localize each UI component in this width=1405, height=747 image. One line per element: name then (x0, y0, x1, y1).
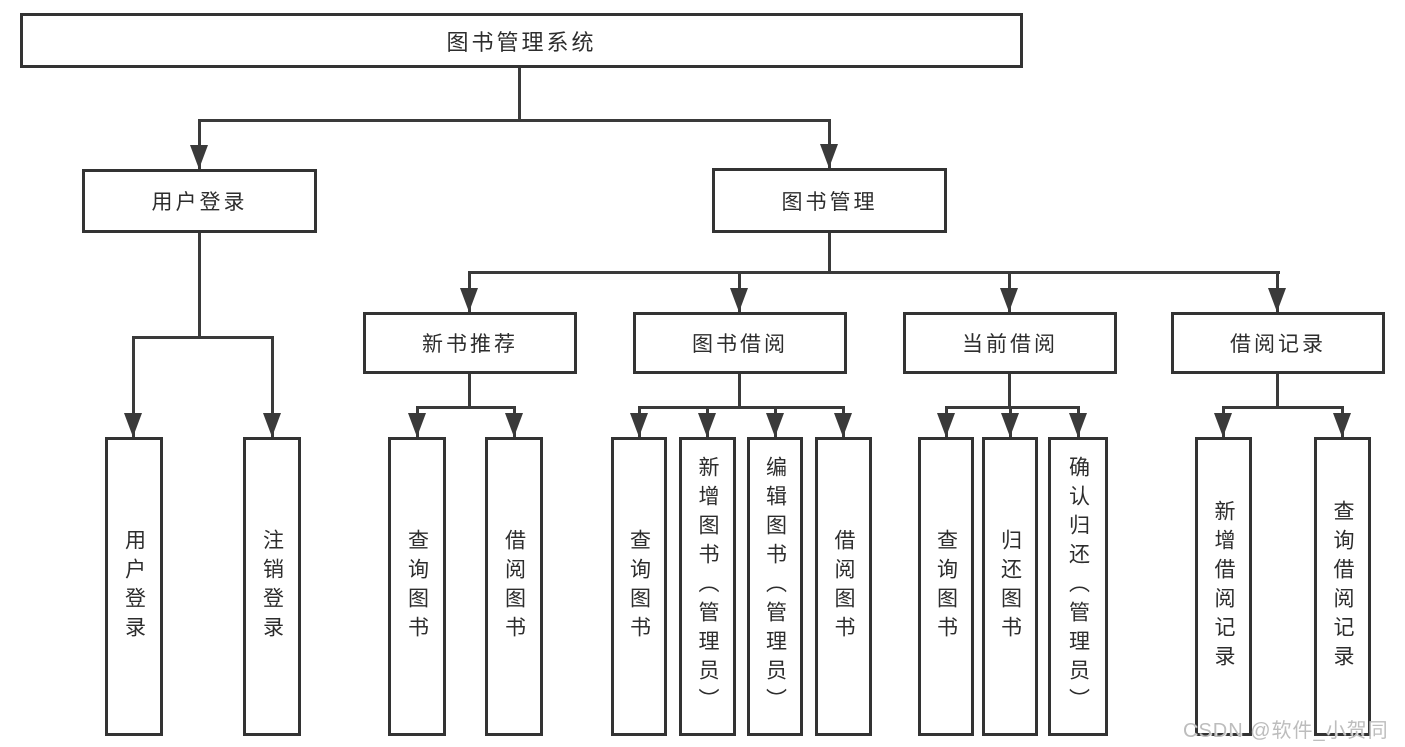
connector-arrowhead (263, 413, 281, 437)
node-leaf-query-books-1: 查询图书 (388, 437, 446, 736)
connector-arrowhead (834, 413, 852, 437)
connector-level2-rail (198, 119, 831, 122)
node-label: 用户登录 (122, 528, 146, 645)
node-label: 图书管理 (781, 190, 878, 214)
node-leaf-query-borrow-record: 查询借阅记录 (1314, 437, 1371, 736)
connector-arrowhead (408, 413, 426, 437)
node-root-library-system: 图书管理系统 (20, 13, 1023, 68)
connector-arrowhead (820, 144, 838, 168)
connector-arrowhead (630, 413, 648, 437)
connector-root-stub (518, 68, 521, 121)
connector-stub (468, 374, 471, 408)
node-book-management: 图书管理 (712, 168, 947, 233)
node-label: 确认归还（管理员） (1066, 456, 1090, 717)
node-leaf-query-books-3: 查询图书 (918, 437, 974, 736)
connector-rail (945, 406, 1080, 409)
connector-stem (271, 336, 274, 437)
node-label: 新增图书（管理员） (696, 456, 719, 717)
connector-rail (638, 406, 845, 409)
node-label: 借阅记录 (1230, 333, 1326, 356)
connector-stub (1276, 374, 1279, 408)
connector-arrowhead (505, 413, 523, 437)
node-leaf-borrow-books-2: 借阅图书 (815, 437, 872, 736)
node-label: 归还图书 (998, 528, 1022, 645)
node-label: 当前借阅 (962, 333, 1058, 356)
node-label: 借阅图书 (502, 528, 526, 645)
node-borrowing-records: 借阅记录 (1171, 312, 1385, 374)
node-label: 注销登录 (260, 528, 284, 645)
connector-arrowhead (766, 413, 784, 437)
connector-stem-user-login (198, 119, 201, 169)
connector-rail (1222, 406, 1344, 409)
connector-arrowhead (1214, 413, 1232, 437)
node-leaf-query-books-2: 查询图书 (611, 437, 667, 736)
node-label: 图书管理系统 (446, 29, 597, 55)
node-label: 用户登录 (151, 191, 248, 214)
connector-book-mgmt-stub (828, 233, 831, 273)
connector-arrowhead (730, 288, 748, 312)
node-leaf-logout: 注销登录 (243, 437, 301, 736)
node-leaf-borrow-books-1: 借阅图书 (485, 437, 543, 736)
connector-stem (132, 336, 135, 437)
connector-stem-book-mgmt (828, 119, 831, 168)
node-label: 借阅图书 (832, 528, 855, 645)
node-leaf-add-borrow-record: 新增借阅记录 (1195, 437, 1252, 736)
node-label: 查询图书 (405, 528, 429, 645)
connector-arrowhead (190, 145, 208, 169)
connector-arrowhead (460, 288, 478, 312)
connector-arrowhead (1000, 288, 1018, 312)
connector-arrowhead (1069, 413, 1087, 437)
connector-arrowhead (698, 413, 716, 437)
node-book-borrowing: 图书借阅 (633, 312, 847, 374)
node-label: 编辑图书（管理员） (763, 456, 787, 717)
node-leaf-return-book: 归还图书 (982, 437, 1038, 736)
node-leaf-edit-book-admin: 编辑图书（管理员） (747, 437, 803, 736)
node-label: 查询借阅记录 (1331, 499, 1354, 674)
connector-stub (738, 374, 741, 408)
node-leaf-confirm-return-admin: 确认归还（管理员） (1048, 437, 1108, 736)
node-current-borrowing: 当前借阅 (903, 312, 1117, 374)
node-leaf-user-login: 用户登录 (105, 437, 163, 736)
connector-arrowhead (124, 413, 142, 437)
csdn-watermark: CSDN @软件_小贺同学 (1183, 720, 1389, 742)
connector-arrowhead (1001, 413, 1019, 437)
node-label: 查询图书 (627, 528, 651, 645)
connector-arrowhead (1268, 288, 1286, 312)
node-label: 新书推荐 (422, 333, 518, 356)
connector-arrowhead (1333, 413, 1351, 437)
connector-user-login-stub (198, 233, 201, 337)
connector-arrowhead (937, 413, 955, 437)
node-user-login: 用户登录 (82, 169, 317, 233)
node-label: 新增借阅记录 (1212, 499, 1235, 674)
node-label: 查询图书 (934, 528, 958, 645)
connector-stub (1008, 374, 1011, 408)
connector-level3-rail (468, 271, 1280, 274)
connector-user-login-rail (132, 336, 274, 339)
node-label: 图书借阅 (692, 333, 788, 356)
connector-rail (416, 406, 516, 409)
node-leaf-add-book-admin: 新增图书（管理员） (679, 437, 736, 736)
node-new-book-recommendation: 新书推荐 (363, 312, 577, 374)
